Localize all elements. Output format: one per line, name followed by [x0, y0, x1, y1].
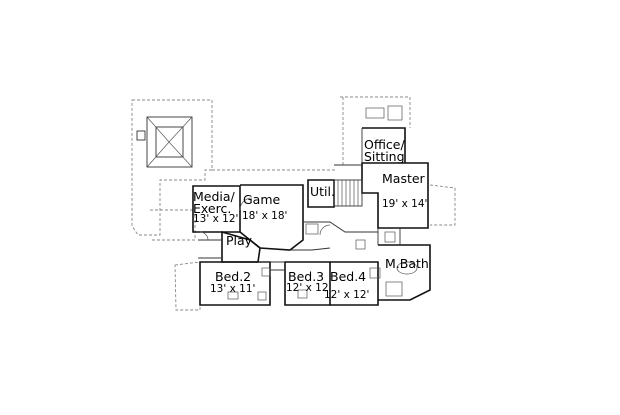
bed4-label: Bed.4 [330, 269, 366, 284]
mbath-label: M.Bath [385, 256, 429, 271]
stairs-icon [333, 179, 363, 207]
bed2-label: Bed.2 [215, 269, 251, 284]
game-label: Game [243, 192, 281, 207]
room-labels: Office/ Sitting Master 19' x 14' Util. M… [193, 137, 429, 301]
bed4-dims: 12' x 12' [324, 289, 369, 301]
bed3-label: Bed.3 [288, 269, 324, 284]
game-dims: 18' x 18' [242, 210, 287, 222]
media-dims: 13' x 12' [193, 213, 238, 225]
office-label-line2: Sitting [364, 149, 405, 164]
gazebo-icon [136, 116, 193, 168]
media-label-line1: Media/ [193, 189, 236, 204]
walls [192, 127, 431, 306]
bathtub-icon [396, 261, 418, 275]
play-label: Play [226, 233, 253, 248]
fixtures [199, 105, 418, 301]
media-label-line2: Exerc. [193, 201, 231, 216]
porch-outlines [131, 96, 456, 311]
office-label-line1: Office/ [364, 137, 405, 152]
master-dims: 19' x 14' [382, 198, 427, 210]
bed2-dims: 13' x 11' [210, 283, 255, 295]
bed3-dims: 12' x 12' [286, 282, 331, 294]
master-label: Master [382, 171, 426, 186]
util-label: Util. [310, 184, 335, 199]
